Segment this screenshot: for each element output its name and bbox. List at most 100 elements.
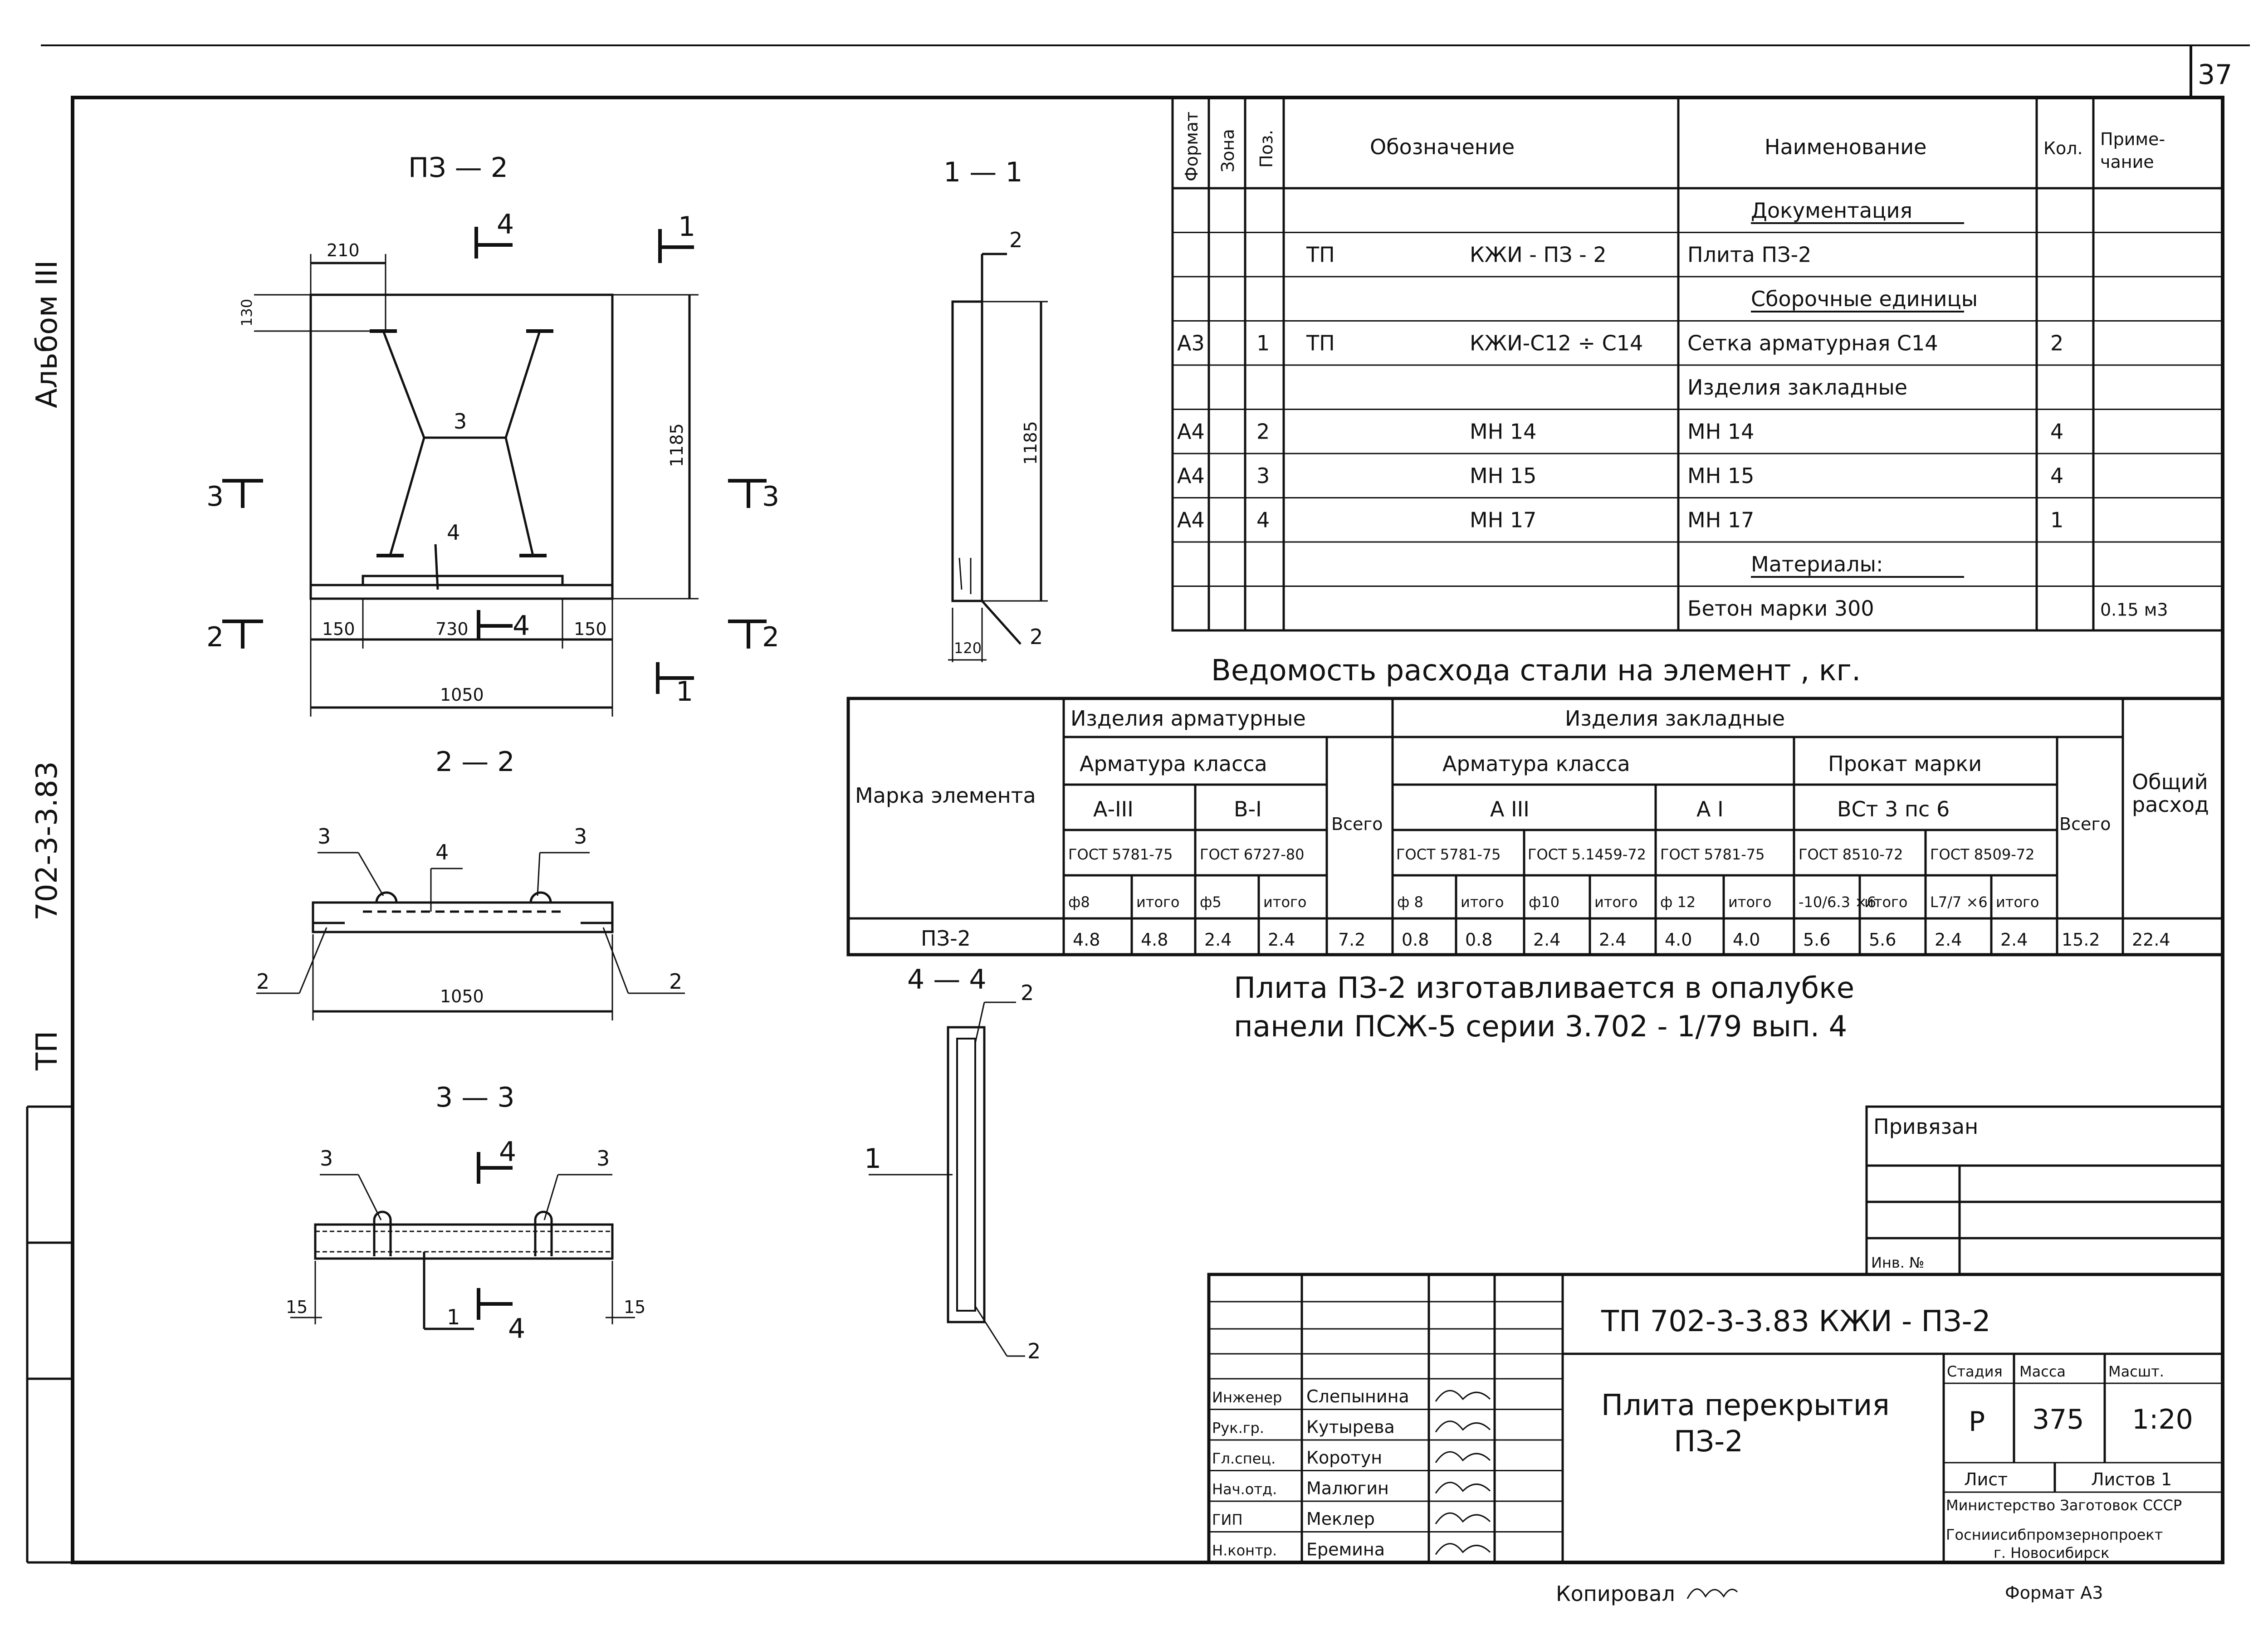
steel-subheader: ф8 bbox=[1068, 893, 1090, 911]
svg-text:Кол.: Кол. bbox=[2043, 138, 2083, 158]
svg-text:Общий: Общий bbox=[2132, 770, 2208, 794]
steel-value: 2.4 bbox=[1204, 930, 1232, 950]
spec-designation: КЖИ-С12 ÷ С14 bbox=[1470, 331, 1643, 356]
spec-name: Документация bbox=[1751, 198, 1912, 223]
svg-text:А III: А III bbox=[1490, 797, 1530, 821]
spec-designation: МН 17 bbox=[1470, 508, 1536, 532]
svg-text:Р: Р bbox=[1969, 1406, 1985, 1438]
person-name: Еремина bbox=[1306, 1540, 1385, 1560]
svg-text:1050: 1050 bbox=[440, 685, 484, 705]
steel-value: 2.4 bbox=[1268, 930, 1295, 950]
steel-value: 7.2 bbox=[1338, 930, 1365, 950]
svg-text:ГОСТ 8509-72: ГОСТ 8509-72 bbox=[1930, 846, 2034, 863]
svg-text:3: 3 bbox=[454, 409, 467, 434]
svg-text:ГОСТ 8510-72: ГОСТ 8510-72 bbox=[1799, 846, 1903, 863]
spec-pos: 1 bbox=[1256, 331, 1270, 356]
spec-format: А3 bbox=[1177, 331, 1205, 356]
svg-text:Листов 1: Листов 1 bbox=[2091, 1469, 2172, 1489]
album-label: Альбом III bbox=[30, 260, 64, 408]
spec-pos: 4 bbox=[1256, 508, 1270, 532]
spec-format: А4 bbox=[1177, 420, 1205, 444]
svg-text:Копировал: Копировал bbox=[1556, 1581, 1675, 1606]
signature bbox=[1435, 1451, 1491, 1463]
svg-text:4: 4 bbox=[499, 1136, 516, 1168]
svg-text:375: 375 bbox=[2032, 1404, 2084, 1435]
person-role: Н.контр. bbox=[1212, 1542, 1277, 1559]
svg-text:Марка элемента: Марка элемента bbox=[855, 783, 1036, 808]
svg-text:Формат А3: Формат А3 bbox=[2005, 1583, 2103, 1603]
svg-text:15: 15 bbox=[286, 1297, 308, 1317]
svg-text:3: 3 bbox=[596, 1146, 610, 1171]
svg-text:2: 2 bbox=[669, 969, 682, 994]
svg-text:А I: А I bbox=[1696, 797, 1724, 821]
person-role: Инженер bbox=[1212, 1389, 1282, 1406]
title-block: ТП 702-3-3.83 КЖИ - ПЗ-2 Плита перекрыти… bbox=[1207, 1273, 2224, 1564]
steel-subheader: итого bbox=[1594, 893, 1637, 911]
svg-text:3: 3 bbox=[206, 481, 224, 512]
svg-text:Арматура класса: Арматура класса bbox=[1080, 752, 1267, 776]
section-4-4: 4 — 4 2 1 2 bbox=[864, 964, 1041, 1363]
section-2-2: 2 — 2 3 4 3 2 2 1050 bbox=[256, 746, 685, 1020]
spec-qty: 2 bbox=[2050, 331, 2063, 356]
steel-subheader: итого bbox=[1263, 893, 1306, 911]
svg-text:Госниисибпромзернопроект: Госниисибпромзернопроект bbox=[1946, 1526, 2163, 1543]
steel-subheader: итого bbox=[1864, 893, 1907, 911]
svg-text:1185: 1185 bbox=[1021, 421, 1041, 465]
steel-subheader: итого bbox=[1996, 893, 2039, 911]
person-role: Гл.спец. bbox=[1212, 1450, 1276, 1467]
svg-text:Изделия закладные: Изделия закладные bbox=[1565, 706, 1785, 731]
signature bbox=[1435, 1390, 1491, 1402]
spec-name: МН 17 bbox=[1687, 508, 1754, 532]
svg-text:2: 2 bbox=[206, 621, 224, 653]
person-name: Кутырева bbox=[1306, 1417, 1395, 1437]
svg-text:4: 4 bbox=[497, 209, 514, 240]
svg-text:2: 2 bbox=[762, 621, 779, 653]
steel-value: 4.0 bbox=[1733, 930, 1760, 950]
svg-text:Изделия арматурные: Изделия арматурные bbox=[1070, 706, 1306, 731]
svg-text:расход: расход bbox=[2132, 792, 2209, 817]
svg-text:Зона: Зона bbox=[1218, 129, 1238, 172]
spec-name: Изделия закладные bbox=[1687, 375, 1907, 400]
steel-value: 22.4 bbox=[2132, 930, 2170, 950]
spec-doc-prefix: ТП bbox=[1306, 331, 1335, 356]
svg-text:Наименование: Наименование bbox=[1765, 135, 1926, 159]
steel-subheader: ф 8 bbox=[1397, 893, 1423, 911]
spec-table: Формат Зона Поз. Обозначение Наименовани… bbox=[1171, 96, 2224, 632]
svg-text:Инв. №: Инв. № bbox=[1871, 1254, 1924, 1271]
person-name: Коротун bbox=[1306, 1448, 1382, 1468]
spec-qty: 4 bbox=[2050, 464, 2063, 488]
svg-text:2: 2 bbox=[256, 969, 269, 994]
svg-text:Стадия: Стадия bbox=[1947, 1363, 2003, 1380]
svg-text:В-I: В-I bbox=[1234, 797, 1262, 821]
svg-text:ВСт 3 пс 6: ВСт 3 пс 6 bbox=[1837, 797, 1950, 821]
svg-text:4: 4 bbox=[435, 840, 449, 864]
signature bbox=[1435, 1420, 1491, 1433]
person-name: Меклер bbox=[1306, 1509, 1375, 1529]
steel-value: 0.8 bbox=[1402, 930, 1429, 950]
svg-text:Ведомость расхода стали на: Ведомость расхода стали на элемент , кг. bbox=[1211, 654, 1861, 688]
svg-text:1: 1 bbox=[447, 1305, 460, 1329]
spec-designation: МН 15 bbox=[1470, 464, 1536, 488]
svg-text:4 — 4: 4 — 4 bbox=[907, 964, 987, 996]
svg-text:Всего: Всего bbox=[2059, 814, 2111, 834]
svg-text:ПЗ-2: ПЗ-2 bbox=[1674, 1425, 1743, 1459]
svg-text:210: 210 bbox=[327, 240, 360, 260]
svg-text:130: 130 bbox=[238, 299, 255, 327]
svg-text:ГОСТ 5781-75: ГОСТ 5781-75 bbox=[1396, 846, 1501, 863]
svg-text:Лист: Лист bbox=[1964, 1469, 2008, 1489]
steel-value: 5.6 bbox=[1869, 930, 1896, 950]
person-role: Нач.отд. bbox=[1212, 1481, 1277, 1498]
svg-text:1: 1 bbox=[864, 1143, 881, 1175]
svg-text:Плита ПЗ-2 изготавливается: Плита ПЗ-2 изготавливается в опалубке bbox=[1234, 971, 1854, 1005]
spec-name: МН 15 bbox=[1687, 464, 1754, 488]
svg-text:Всего: Всего bbox=[1331, 814, 1383, 834]
svg-text:3: 3 bbox=[574, 824, 587, 849]
spec-designation: КЖИ - ПЗ - 2 bbox=[1470, 243, 1607, 267]
svg-text:1:20: 1:20 bbox=[2132, 1404, 2193, 1435]
svg-text:г. Новосибирск: г. Новосибирск bbox=[1994, 1544, 2109, 1562]
svg-text:ГОСТ 6727-80: ГОСТ 6727-80 bbox=[1200, 846, 1304, 863]
spec-name: Плита ПЗ-2 bbox=[1687, 243, 1811, 267]
spec-designation: МН 14 bbox=[1470, 420, 1536, 444]
svg-text:4: 4 bbox=[513, 610, 530, 642]
